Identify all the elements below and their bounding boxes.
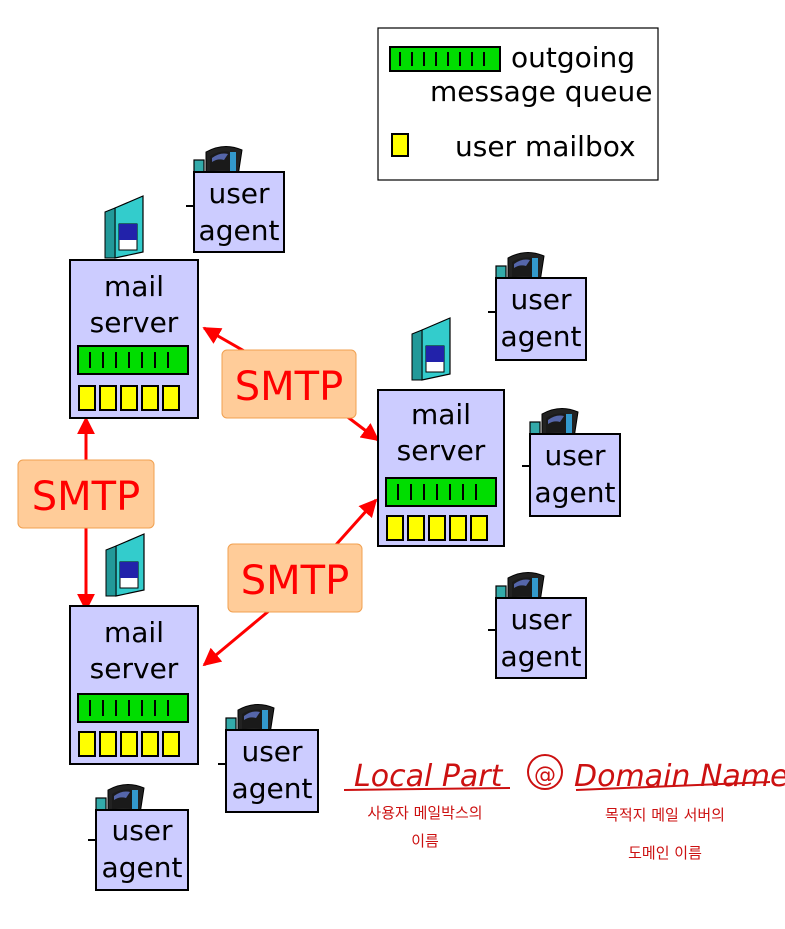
domain-name-underline xyxy=(575,781,771,791)
legend-mailbox-label: user mailbox xyxy=(455,130,636,163)
mail-server-2: mail server xyxy=(377,317,505,547)
smtp-label-1: SMTP xyxy=(221,349,357,419)
svg-text:server: server xyxy=(90,306,179,339)
svg-text:SMTP: SMTP xyxy=(235,364,343,410)
local-desc-1: 사용자 메일박스의 xyxy=(367,804,482,822)
user-agent-5: user agent xyxy=(218,703,319,813)
outgoing-message-queue xyxy=(77,345,189,375)
local-part-underline xyxy=(343,787,511,791)
svg-text:agent: agent xyxy=(501,320,582,353)
legend-mailbox-icon xyxy=(391,133,409,157)
user-agent-2: user agent xyxy=(488,251,587,361)
user-agent-3: user agent xyxy=(522,407,621,517)
mail-server-3: mail server xyxy=(69,533,199,765)
user-agent-4: user agent xyxy=(488,571,587,679)
local-desc-2: 이름 xyxy=(411,832,439,850)
legend-queue-icon xyxy=(389,46,501,72)
legend-queue-label-1: outgoing xyxy=(511,41,635,74)
svg-text:server: server xyxy=(90,652,179,685)
svg-text:server: server xyxy=(397,434,486,467)
computer-tower-icon xyxy=(411,317,451,381)
email-address-annotation: Local Part @ Domain Name 사용자 메일박스의 이름 목적… xyxy=(343,754,785,862)
user-mailboxes xyxy=(78,385,180,411)
smtp-label-3: SMTP xyxy=(227,543,363,613)
svg-text:agent: agent xyxy=(199,214,280,247)
domain-desc-2: 도메인 이름 xyxy=(628,844,702,862)
user-mailboxes xyxy=(78,731,180,757)
user-mailboxes xyxy=(386,515,488,541)
svg-text:user: user xyxy=(111,814,173,847)
user-agent-1: user agent xyxy=(186,145,285,253)
svg-text:user: user xyxy=(544,439,606,472)
at-circle-icon xyxy=(527,754,563,790)
outgoing-message-queue xyxy=(385,477,497,507)
computer-tower-icon xyxy=(104,195,144,259)
svg-text:user: user xyxy=(510,283,572,316)
at-label: @ xyxy=(534,763,556,788)
outgoing-message-queue xyxy=(77,693,189,723)
computer-tower-icon xyxy=(105,533,145,597)
svg-text:agent: agent xyxy=(535,476,616,509)
svg-text:SMTP: SMTP xyxy=(241,558,349,604)
svg-text:agent: agent xyxy=(501,640,582,673)
svg-text:user: user xyxy=(241,735,303,768)
legend: outgoing message queue user mailbox xyxy=(377,27,659,181)
user-agent-6: user agent xyxy=(88,783,189,891)
domain-desc-1: 목적지 메일 서버의 xyxy=(605,806,725,824)
smtp-label-2: SMTP xyxy=(17,459,155,529)
svg-text:agent: agent xyxy=(102,851,183,884)
svg-text:user: user xyxy=(208,177,270,210)
legend-queue-label-2: message queue xyxy=(430,75,652,108)
mail-server-1: mail server xyxy=(69,195,199,419)
svg-text:mail: mail xyxy=(104,616,164,649)
svg-text:agent: agent xyxy=(232,772,313,805)
svg-text:mail: mail xyxy=(411,398,471,431)
svg-text:user: user xyxy=(510,603,572,636)
svg-text:mail: mail xyxy=(104,270,164,303)
svg-text:SMTP: SMTP xyxy=(32,474,140,520)
